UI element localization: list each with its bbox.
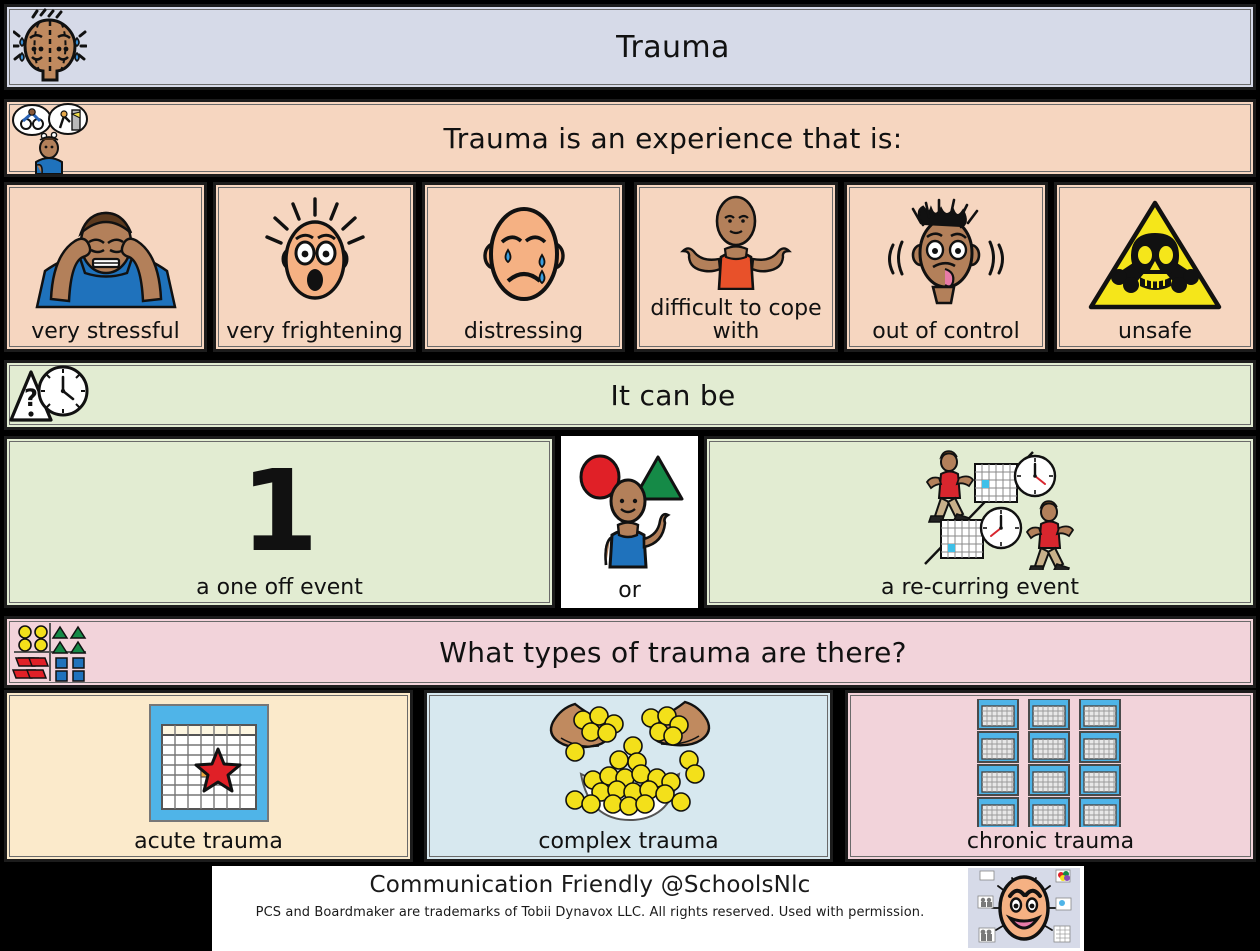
footer-title: Communication Friendly @SchoolsNlc [369, 872, 811, 898]
types-banner: What types of trauma are there? [4, 616, 1256, 688]
hazard-skull-icon [1061, 189, 1249, 320]
symbol-card-unsafe[interactable]: unsafe [1054, 182, 1256, 352]
conjunction-label: or [618, 577, 641, 603]
footer: Communication Friendly @SchoolsNlc PCS a… [212, 866, 1084, 951]
symbol-card-complex-trauma[interactable]: complex trauma [424, 690, 833, 862]
thinking-person-icon [7, 102, 93, 174]
symbol-card-recurring-event[interactable]: a re-curring event [704, 436, 1256, 608]
symbol-card-very-stressful[interactable]: very stressful [4, 182, 207, 352]
symbol-card-label: very frightening [226, 318, 403, 344]
experience-banner-title: Trauma is an experience that is: [443, 121, 903, 155]
crying-face-icon [429, 189, 618, 320]
one-digit: 1 [240, 447, 319, 578]
symbol-card-label: unsafe [1117, 318, 1193, 344]
calendar-star-icon [11, 697, 406, 830]
symbol-card-one-off-event[interactable]: 1 a one off event [4, 436, 555, 608]
many-calendars-icon [852, 697, 1249, 830]
symbol-card-distressing[interactable]: distressing [422, 182, 625, 352]
hands-beads-bowl-icon [431, 697, 826, 830]
footer-text-block: Communication Friendly @SchoolsNlc PCS a… [212, 866, 968, 920]
smiling-face-logo-icon [968, 868, 1080, 948]
experience-banner: Trauma is an experience that is: [4, 99, 1256, 177]
repeating-calendar-clock-icon [711, 443, 1249, 576]
symbol-card-difficult-to-cope-with[interactable]: difficult to cope with [634, 182, 838, 352]
brain-icon [7, 7, 93, 87]
footer-subtitle: PCS and Boardmaker are trademarks of Tob… [255, 905, 925, 920]
symbol-card-label: distressing [463, 318, 584, 344]
number-one-icon: 1 [11, 443, 548, 576]
page-title: Trauma [616, 29, 730, 65]
shaking-face-icon [851, 189, 1041, 320]
frequency-banner: ? It can be [4, 360, 1256, 430]
symbol-card-label: a one off event [196, 574, 363, 600]
choice-person-icon [565, 440, 694, 579]
symbol-card-label: very stressful [31, 318, 180, 344]
symbol-card-or[interactable]: or [561, 436, 698, 608]
frequency-banner-title: It can be [610, 378, 736, 412]
svg-text:?: ? [24, 384, 38, 412]
shrugging-person-icon [641, 189, 831, 297]
symbol-card-very-frightening[interactable]: very frightening [213, 182, 416, 352]
frightened-face-icon [220, 189, 409, 320]
stressed-man-icon [11, 189, 200, 320]
symbol-card-acute-trauma[interactable]: acute trauma [4, 690, 413, 862]
symbol-card-chronic-trauma[interactable]: chronic trauma [845, 690, 1256, 862]
types-banner-title: What types of trauma are there? [439, 635, 907, 669]
symbol-card-label: a re-curring event [881, 574, 1079, 600]
symbol-card-label: complex trauma [538, 828, 719, 854]
sorting-shapes-icon [7, 619, 93, 685]
symbol-card-label: acute trauma [134, 828, 283, 854]
symbol-card-out-of-control[interactable]: out of control [844, 182, 1048, 352]
symbol-card-label: difficult to cope with [650, 295, 822, 344]
header-banner: Trauma [4, 4, 1256, 90]
symbol-card-label: out of control [872, 318, 1020, 344]
question-clock-icon: ? [7, 363, 93, 427]
symbol-card-label: chronic trauma [966, 828, 1135, 854]
